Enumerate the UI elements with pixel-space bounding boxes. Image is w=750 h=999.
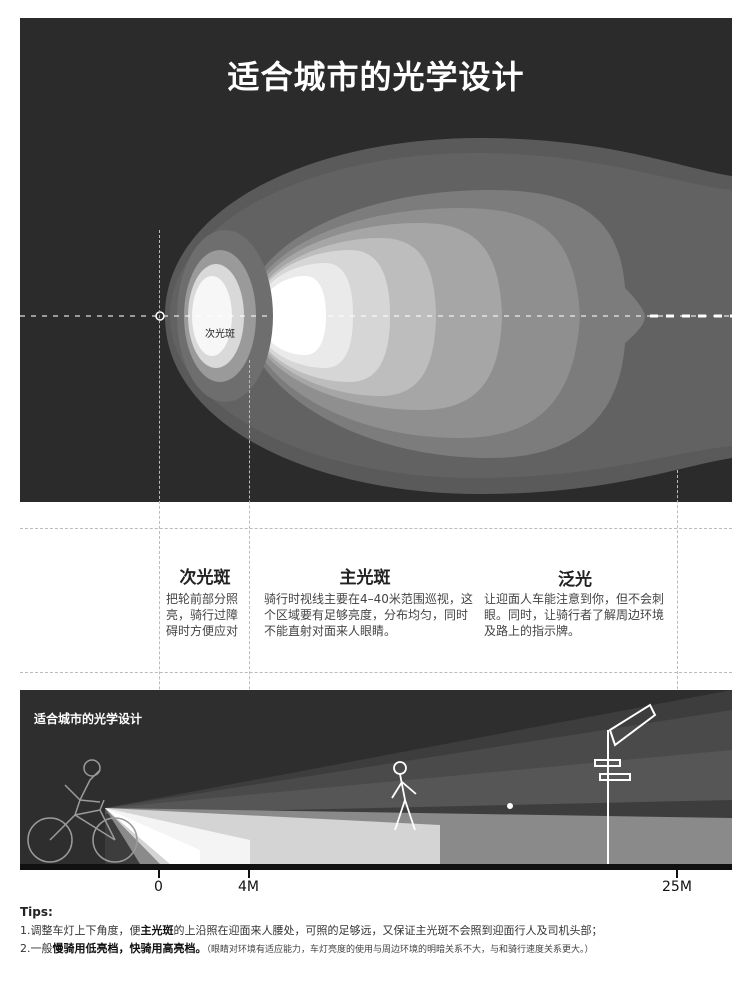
- tip-2-part-a: 2.一般: [20, 942, 53, 955]
- section-title-secondary: 次光斑: [179, 568, 231, 588]
- tip-2: 2.一般慢骑用低亮档，快骑用高亮档。（眼睛对环境有适应能力，车灯亮度的使用与周边…: [20, 940, 594, 956]
- tip-1-part-a: 1.调整车灯上下角度，便: [20, 924, 141, 937]
- section-text-main: 骑行时视线主要在4–40米范围巡视，这个区域要有足够亮度，分布均匀，同时不能直射…: [264, 592, 473, 638]
- tip-2-note: （眼睛对环境有适应能力，车灯亮度的使用与周边环境的明暗关系不大，与和骑行速度关系…: [206, 945, 594, 955]
- divider-dashed: [20, 672, 732, 673]
- tip-1: 1.调整车灯上下角度，便主光斑的上沿照在迎面来人腰处，可照的足够远，又保证主光斑…: [20, 922, 603, 938]
- tip-1-emphasis: 主光斑: [140, 924, 174, 937]
- distance-label-25m: 25M: [662, 879, 692, 895]
- distance-label-4m: 4M: [238, 879, 259, 895]
- guide-line-25m: [677, 470, 678, 870]
- tick-4m: [248, 870, 250, 878]
- section-title-flood: 泛光: [558, 570, 592, 590]
- tip-2-emphasis: 慢骑用低亮档，快骑用高亮档。: [52, 942, 207, 955]
- secondary-spot-label: 次光斑: [205, 329, 235, 340]
- tick-0m: [158, 870, 160, 878]
- beam-pattern-panel: 适合城市的光学设计 次光斑: [20, 18, 732, 502]
- tips-heading: Tips:: [20, 905, 53, 919]
- guide-line-4m: [249, 360, 250, 870]
- divider-dashed: [20, 528, 732, 529]
- section-title-main: 主光斑: [339, 568, 391, 588]
- riding-scene-illustration: [27, 690, 732, 864]
- guide-line-0m: [159, 230, 160, 870]
- section-text-flood: 让迎面人车能注意到你，但不会刺眼。同时，让骑行者了解周边环境及路上的指示牌。: [484, 592, 665, 638]
- section-text-secondary: 把轮前部分照亮，骑行过障碍时方便应对: [166, 592, 239, 638]
- page-title: 适合城市的光学设计: [227, 58, 525, 96]
- beam-pattern-illustration: [20, 138, 732, 494]
- ground-axis: [20, 864, 732, 870]
- tip-1-part-c: 的上沿照在迎面来人腰处，可照的足够远，又保证主光斑不会照到迎面行人及司机头部；: [173, 924, 603, 937]
- riding-scene-panel: 适合城市的光学设计: [20, 690, 732, 864]
- scene-title: 适合城市的光学设计: [34, 712, 143, 726]
- distance-label-0: 0: [154, 879, 163, 895]
- tick-25m: [676, 870, 678, 878]
